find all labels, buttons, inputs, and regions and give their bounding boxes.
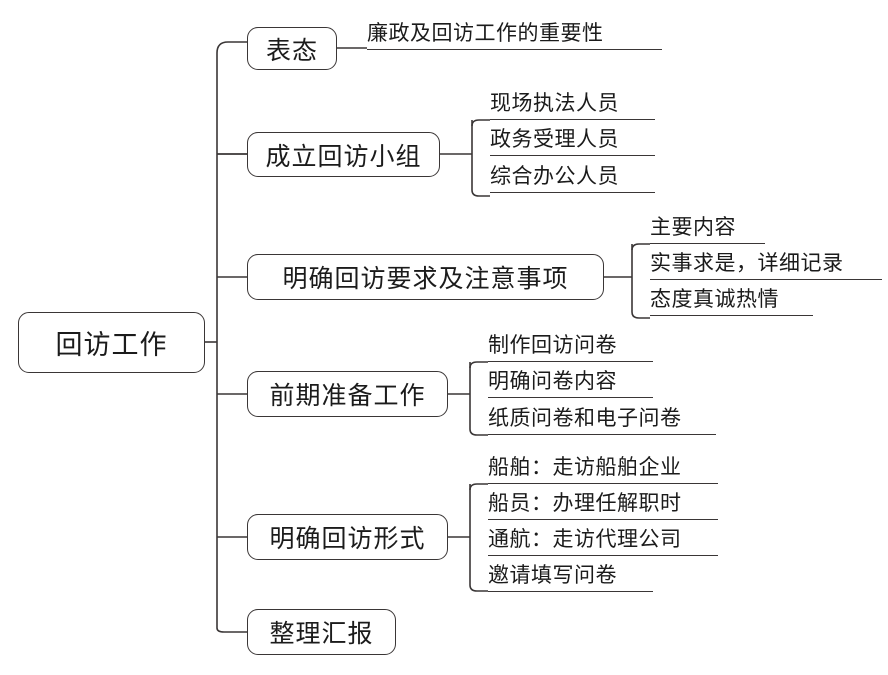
leaf-node[interactable]: 纸质问卷和电子问卷 [488, 406, 716, 435]
branch-node-biaotai[interactable]: 表态 [247, 27, 337, 70]
leaf-node-label: 船舶：走访船舶企业 [488, 455, 682, 479]
leaf-bracket-3-bottom [631, 311, 650, 319]
branch-node-label: 明确回访形式 [269, 524, 426, 553]
leaf-node[interactable]: 制作回访问卷 [488, 333, 653, 362]
leaf-bracket-3-top [631, 243, 650, 251]
leaf-node-label: 政务受理人员 [490, 127, 619, 151]
leaf-bracket-5-bottom [469, 584, 488, 592]
leaf-node-label: 通航：走访代理公司 [488, 527, 682, 551]
leaf-node-label: 现场执法人员 [490, 91, 619, 115]
branch-node-mingque-yaoqiu[interactable]: 明确回访要求及注意事项 [247, 254, 604, 300]
branch-connector-6 [216, 627, 247, 633]
leaf-node[interactable]: 政务受理人员 [490, 127, 655, 156]
leaf-node-label: 邀请填写问卷 [488, 563, 617, 587]
root-node[interactable]: 回访工作 [18, 312, 205, 373]
leaf-node-label: 综合办公人员 [490, 164, 619, 188]
branch-node-label: 明确回访要求及注意事项 [282, 264, 569, 293]
branch-node-label: 前期准备工作 [269, 381, 426, 410]
leaf-node-label: 实事求是，详细记录 [650, 251, 844, 275]
leaf-node-label: 态度真诚热情 [650, 287, 779, 311]
leaf-node-label: 制作回访问卷 [488, 333, 617, 357]
branch-connector-1 [216, 41, 247, 54]
leaf-node[interactable]: 态度真诚热情 [650, 287, 813, 316]
branch-node-mingque-xingshi[interactable]: 明确回访形式 [247, 514, 448, 560]
leaf-node[interactable]: 邀请填写问卷 [488, 563, 653, 592]
leaf-node-label: 船员：办理任解职时 [488, 491, 682, 515]
leaf-bracket-5-top [469, 483, 488, 491]
branch-node-chengli-huifang-xiaozu[interactable]: 成立回访小组 [247, 132, 440, 177]
leaf-bracket-2-bottom [471, 189, 490, 197]
leaf-node[interactable]: 现场执法人员 [490, 91, 655, 120]
leaf-node[interactable]: 实事求是，详细记录 [650, 251, 882, 280]
leaf-node[interactable]: 船舶：走访船舶企业 [488, 455, 718, 484]
leaf-node-label: 主要内容 [650, 215, 736, 239]
leaf-node-label: 廉政及回访工作的重要性 [367, 21, 604, 45]
branch-node-label: 成立回访小组 [265, 141, 422, 171]
leaf-node[interactable]: 明确问卷内容 [488, 369, 653, 398]
leaf-node[interactable]: 通航：走访代理公司 [488, 527, 718, 556]
leaf-node[interactable]: 廉政及回访工作的重要性 [367, 21, 662, 50]
leaf-node-label: 纸质问卷和电子问卷 [488, 406, 682, 430]
leaf-node[interactable]: 综合办公人员 [490, 164, 655, 193]
branch-node-zhengli-huibao[interactable]: 整理汇报 [247, 609, 396, 655]
branch-node-label: 表态 [265, 35, 318, 65]
branch-node-qianqi-zhunbei[interactable]: 前期准备工作 [247, 371, 448, 417]
leaf-bracket-4-bottom [469, 428, 488, 436]
leaf-node[interactable]: 主要内容 [650, 215, 765, 244]
leaf-node[interactable]: 船员：办理任解职时 [488, 491, 718, 520]
leaf-bracket-4-top [469, 361, 488, 369]
branch-node-label: 整理汇报 [269, 619, 374, 648]
leaf-node-label: 明确问卷内容 [488, 369, 617, 393]
root-node-label: 回访工作 [55, 330, 168, 361]
leaf-bracket-2-top [471, 119, 490, 127]
